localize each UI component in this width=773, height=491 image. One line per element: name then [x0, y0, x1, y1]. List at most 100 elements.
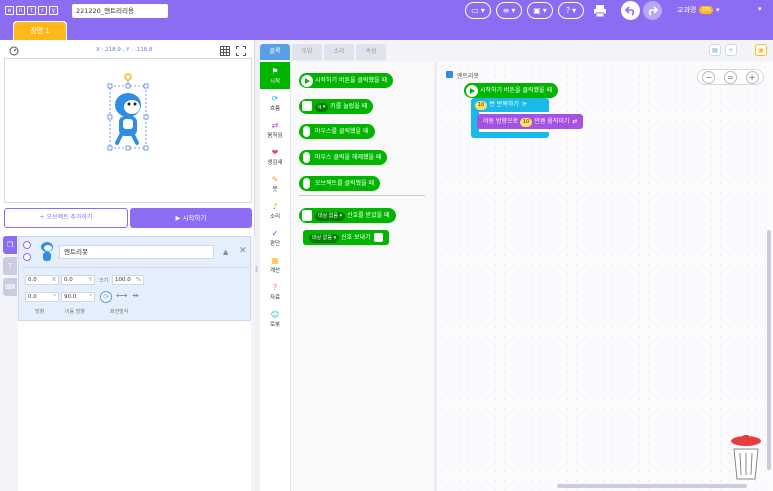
plus-icon: +: [728, 46, 734, 54]
category-robot[interactable]: ☺로봇: [269, 309, 281, 328]
help-icon: ?: [565, 6, 571, 15]
fullscreen-icon[interactable]: [236, 46, 246, 56]
object-thumbnail: [41, 242, 53, 261]
grid-icon[interactable]: [220, 46, 230, 56]
add-object-button[interactable]: + 오브젝트 추가하기: [4, 208, 128, 228]
lock-icon[interactable]: [23, 253, 31, 261]
user-name: 교과명: [677, 6, 697, 14]
horizontal-scrollbar[interactable]: [557, 484, 747, 488]
block-when-mouse-clicked[interactable]: 마우스를 클릭했을 때: [299, 124, 375, 139]
direction-input[interactable]: 0.0°: [25, 292, 59, 302]
category-calc[interactable]: ▦계산: [269, 255, 281, 274]
logo-letter: r: [38, 6, 47, 15]
category-judge[interactable]: ✓판단: [269, 228, 281, 247]
help-menu-button[interactable]: ?▾: [558, 2, 584, 19]
tab-shapes[interactable]: 모양: [292, 44, 322, 60]
block-when-object-clicked[interactable]: 오브젝트를 클릭했을 때: [299, 176, 381, 191]
print-icon: [593, 4, 606, 17]
file-menu-button[interactable]: ≡▾: [496, 2, 522, 19]
signal-icon: [302, 210, 312, 221]
play-icon: [301, 74, 313, 87]
motion-icon: ⇄: [271, 120, 279, 130]
panel-resizer[interactable]: ‖: [255, 40, 260, 491]
trash-icon[interactable]: [730, 435, 762, 481]
move-value-input[interactable]: 10: [519, 118, 533, 127]
zoom-reset-button[interactable]: =: [723, 70, 737, 84]
object-icon: [446, 71, 453, 78]
size-input[interactable]: 100.0%: [112, 275, 144, 285]
undo-button[interactable]: [621, 1, 640, 20]
print-button[interactable]: [590, 1, 609, 20]
rotate-horizontal-icon[interactable]: ⟷: [116, 291, 128, 300]
move-icon: ⇄: [572, 118, 578, 125]
redo-icon: [648, 6, 658, 16]
object-name-input[interactable]: 엔트리봇: [59, 245, 214, 259]
code-icon: ▤: [712, 46, 718, 54]
object-side-tabs: ❐ ? ⌨: [3, 236, 17, 299]
vertical-scrollbar[interactable]: [767, 230, 771, 470]
direction-label: 방향: [35, 309, 45, 315]
category-data[interactable]: ?자료: [269, 282, 281, 301]
entry-logo[interactable]: e n t r y: [5, 6, 58, 15]
block-when-start-clicked[interactable]: 시작하기 버튼을 클릭했을 때: [299, 73, 393, 88]
stage-canvas[interactable]: [4, 58, 252, 203]
tab-sounds[interactable]: 소리: [324, 44, 354, 60]
play-icon: [466, 84, 478, 97]
hardware-button[interactable]: ▣: [755, 44, 767, 56]
repeat-count-input[interactable]: 10: [475, 101, 488, 110]
resize-handle-icon: ‖: [255, 266, 258, 273]
save-icon: ▣: [533, 6, 541, 15]
category-start[interactable]: ⚑시작: [260, 62, 290, 89]
tab-console[interactable]: ⌨: [3, 278, 17, 296]
script-hat-block[interactable]: 시작하기 버튼을 클릭했을 때: [464, 83, 558, 98]
category-flow[interactable]: ⟳흐름: [269, 93, 281, 112]
run-button[interactable]: ▶ 시작하기: [130, 208, 252, 228]
help-icon: ?: [8, 262, 12, 270]
keyboard-icon: [302, 101, 312, 111]
rotate-none-icon[interactable]: ⇸: [132, 291, 139, 300]
category-motion[interactable]: ⇄움직임: [267, 120, 283, 139]
save-menu-button[interactable]: ▣▾: [527, 2, 553, 19]
block-when-signal-received[interactable]: 대상 없음 ▾신호를 받았을 때: [299, 208, 396, 223]
code-view-button[interactable]: ▤: [709, 44, 721, 56]
logo-letter: t: [27, 6, 36, 15]
tab-help[interactable]: ?: [3, 257, 17, 275]
tab-attributes[interactable]: 속성: [356, 44, 386, 60]
block-when-key-pressed[interactable]: q ▾키를 눌렀을 때: [299, 99, 374, 114]
block-categories: ⚑시작 ⟳흐름 ⇄움직임 ❤생김새 ✎붓 ♪소리 ✓판단 ▦계산 ?자료 ☺로봇: [260, 62, 291, 491]
close-icon[interactable]: ✕: [239, 246, 247, 256]
sprite-menu-button[interactable]: ▭▾: [465, 2, 491, 19]
sound-icon: ♪: [272, 201, 278, 211]
robot-icon: ☺: [270, 309, 280, 319]
chevron-up-icon[interactable]: ▲: [223, 248, 229, 256]
scene-tab[interactable]: 장면 1: [14, 22, 66, 40]
entrybot-sprite[interactable]: [105, 71, 151, 151]
canvas-object-label: 엔트리봇: [457, 73, 480, 80]
move-direction-input[interactable]: 90.0°: [61, 292, 95, 302]
add-block-button[interactable]: +: [725, 44, 737, 56]
redo-button[interactable]: [643, 1, 662, 20]
visibility-icon[interactable]: [23, 241, 31, 249]
category-sound[interactable]: ♪소리: [269, 201, 281, 220]
zoom-out-button[interactable]: −: [702, 70, 716, 84]
category-looks[interactable]: ❤생김새: [267, 147, 283, 166]
language-menu[interactable]: ▾: [758, 5, 762, 13]
tab-blocks[interactable]: 블록: [260, 44, 290, 60]
tab-objects[interactable]: ❐: [3, 236, 17, 254]
rotate-free-icon[interactable]: ⟳: [100, 291, 112, 303]
block-send-signal[interactable]: 대상 없음 ▾신호 보내기: [303, 230, 389, 245]
block-when-mouse-released[interactable]: 마우스 클릭을 해제했을 때: [299, 150, 388, 165]
zoom-in-button[interactable]: +: [745, 70, 759, 84]
project-title-input[interactable]: 221220_엔트리리용: [72, 4, 168, 18]
user-menu[interactable]: 교과명 ON ▾: [677, 5, 720, 15]
category-brush[interactable]: ✎붓: [271, 174, 279, 193]
speed-icon[interactable]: [9, 46, 19, 56]
left-panel: X : 218.9 , Y : -118.8 + 오브젝트 추가하기 ▶ 시작하…: [0, 40, 255, 491]
mouse-icon: [303, 126, 310, 137]
